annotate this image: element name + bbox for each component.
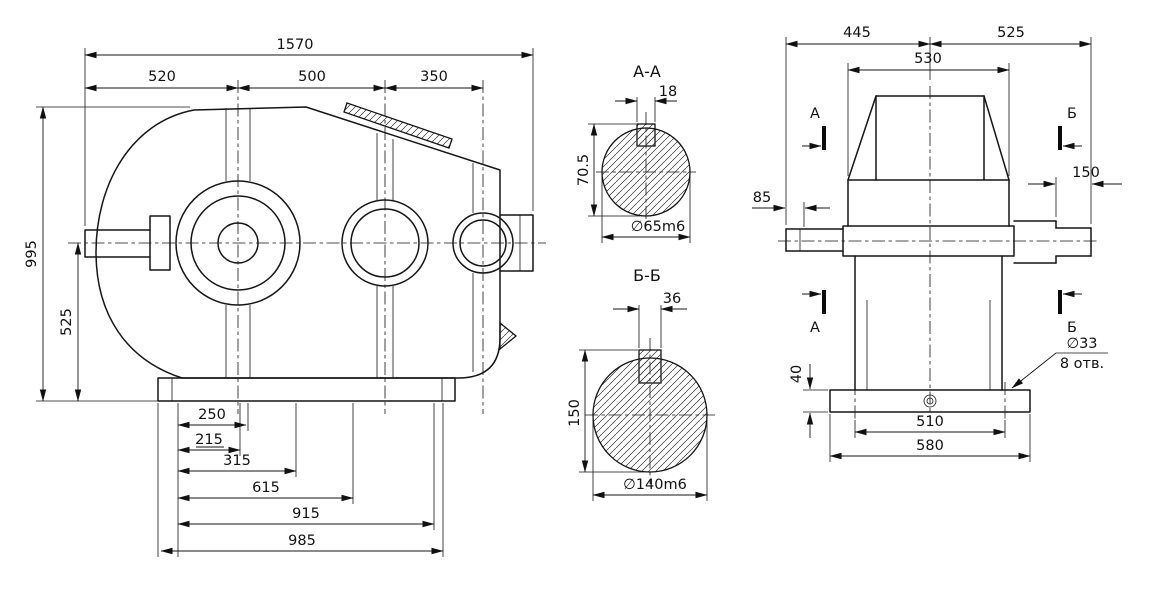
section-mark-a-bottom: А [810, 320, 820, 336]
dim-span-left: 520 [148, 69, 176, 85]
dim-hole-diameter: ∅33 [1066, 336, 1097, 352]
dim-total-height: 995 [24, 240, 40, 268]
dim-base-inner-510: 510 [916, 414, 944, 430]
dim-base-915: 915 [292, 506, 320, 522]
dim-bb-height: 150 [567, 399, 583, 427]
end-view-centerlines [778, 86, 1100, 424]
dim-span-left-445: 445 [843, 25, 871, 41]
dim-aa-key-width: 18 [659, 84, 677, 100]
section-view-bb: Б-Б 36 150 ∅140m6 [567, 266, 715, 501]
end-view-dimension-lines [752, 40, 1122, 460]
dim-base-250: 250 [198, 407, 226, 423]
section-mark-b-bottom: Б [1067, 320, 1077, 336]
inspection-cover-strip [343, 102, 453, 149]
section-aa-title: А-А [633, 62, 661, 81]
dim-hole-count: 8 отв. [1060, 356, 1104, 372]
dim-span-mid: 500 [298, 69, 326, 85]
dim-base-615: 615 [252, 480, 280, 496]
section-bb-title: Б-Б [633, 266, 661, 285]
dim-aa-diameter: ∅65m6 [631, 219, 685, 235]
section-aa-dimension-lines [590, 97, 691, 241]
dim-axis-height: 525 [59, 308, 75, 336]
section-mark-b-top: Б [1067, 106, 1077, 122]
dim-aa-height: 70.5 [576, 154, 592, 186]
end-view-outline [785, 95, 1092, 413]
side-view-dimension-lines [39, 51, 534, 555]
dim-shaft-offset-85: 85 [753, 190, 771, 206]
dim-base-215: 215 [195, 432, 223, 448]
dim-base-height-40: 40 [789, 365, 805, 383]
housing-interior-lines [171, 108, 521, 401]
drain-plug [499, 321, 518, 351]
section-mark-a-top: А [810, 106, 820, 122]
housing-outline [84, 106, 534, 402]
dim-base-outer-580: 580 [916, 438, 944, 454]
dim-body-width-530: 530 [914, 51, 942, 67]
dim-bb-key-width: 36 [663, 291, 681, 307]
gear-bosses [175, 180, 514, 306]
section-bb-dimension-lines [581, 305, 708, 499]
dim-span-right: 350 [420, 69, 448, 85]
end-view: А А Б Б [752, 25, 1122, 462]
end-view-detail-lines [799, 229, 991, 408]
side-view-extension-lines [36, 48, 534, 557]
dim-base-985: 985 [288, 533, 316, 549]
section-view-aa: А-А 18 70.5 ∅65m6 [576, 62, 696, 243]
side-view-centerlines [68, 80, 546, 414]
section-plane-marks [802, 126, 1082, 314]
side-view: 1570 520 500 350 995 525 250 215 315 615… [24, 37, 546, 557]
dim-total-length: 1570 [277, 37, 314, 53]
dim-span-right-525: 525 [997, 25, 1025, 41]
dim-shaft-length-150: 150 [1072, 165, 1100, 181]
end-view-extension-lines [785, 37, 1108, 462]
dim-base-315: 315 [223, 453, 251, 469]
dim-bb-diameter: ∅140m6 [623, 477, 687, 493]
section-bb-shaft-section [592, 357, 708, 473]
section-aa-shaft-section [601, 127, 691, 217]
